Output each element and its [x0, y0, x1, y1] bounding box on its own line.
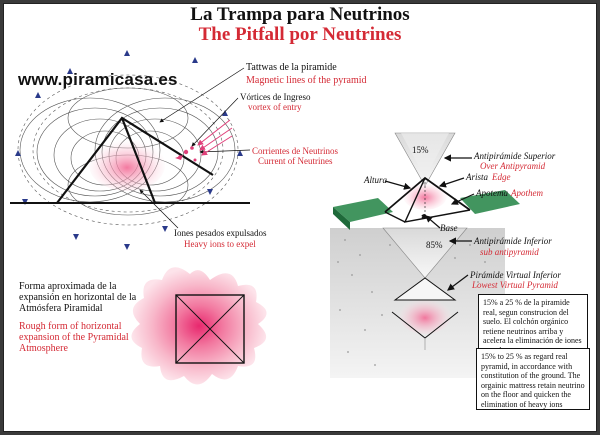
apotema-label-en: Apothem [511, 188, 543, 198]
vortex-marks [175, 146, 197, 162]
apotema-label-es: Apotema [476, 188, 508, 198]
field-direction-arrows [15, 50, 243, 250]
expansion-blob [131, 267, 267, 385]
neutrino-current-arrows [197, 119, 233, 156]
superior-label-en: Over Antipyramid [480, 161, 546, 171]
virtual-label-en: Lowest Virtual Pyramid [472, 280, 558, 290]
expansion-caption-es: Forma aproximada de la expansión en hori… [19, 281, 137, 314]
percent-mid-label: 85% [426, 240, 443, 250]
website-label: www.piramicasa.es [18, 70, 178, 89]
currents-label-es: Corrientes de Neutrinos [252, 146, 338, 156]
lower-cone [382, 227, 468, 279]
inferior-label-en: sub antipyramid [480, 247, 539, 257]
vortices-label-en: vortex of entry [248, 102, 302, 112]
pyramid-left [56, 116, 214, 204]
currents-label-en: Current of Neutrines [258, 156, 333, 166]
expansion-caption-en: Rough form of horizontal expansion of th… [19, 321, 129, 354]
ions-label-en: Heavy ions to expel [184, 239, 256, 249]
ions-label-es: Iones pesados expulsados [174, 228, 267, 238]
title-spanish: La Trampa para Neutrinos [190, 4, 410, 25]
green-base-plane [333, 190, 520, 230]
arista-label-en: Edge [492, 172, 511, 182]
leader-lines-right [384, 154, 475, 291]
svg-text:*: * [422, 214, 426, 223]
tattwas-label-es: Tattwas de la piramide [246, 62, 337, 73]
leader-lines-left [139, 67, 251, 229]
virtual-pyramid [391, 277, 459, 350]
percent-top-label: 15% [412, 145, 429, 155]
info-box-es: 15% a 25 % de la piramide real, segun co… [478, 294, 588, 350]
base-label: Base [440, 223, 458, 233]
vortices-label-es: Vórtices de Ingreso [240, 92, 311, 102]
inferior-label-es: Antipirámide Inferior [474, 236, 552, 246]
superior-label-es: Antipirámide Superior [474, 151, 556, 161]
info-box-en: 15% to 25 % as regard real pyramid, in a… [476, 348, 590, 410]
title-english: The Pitfall por Neutrines [198, 24, 402, 45]
virtual-label-es: Pirámide Virtual Inferior [470, 270, 561, 280]
tattwas-label-en: Magnetic lines of the pyramid [246, 75, 367, 86]
upper-cone [394, 132, 456, 187]
arista-label-es: Arista [466, 172, 489, 182]
altura-label: Altura [364, 175, 388, 185]
